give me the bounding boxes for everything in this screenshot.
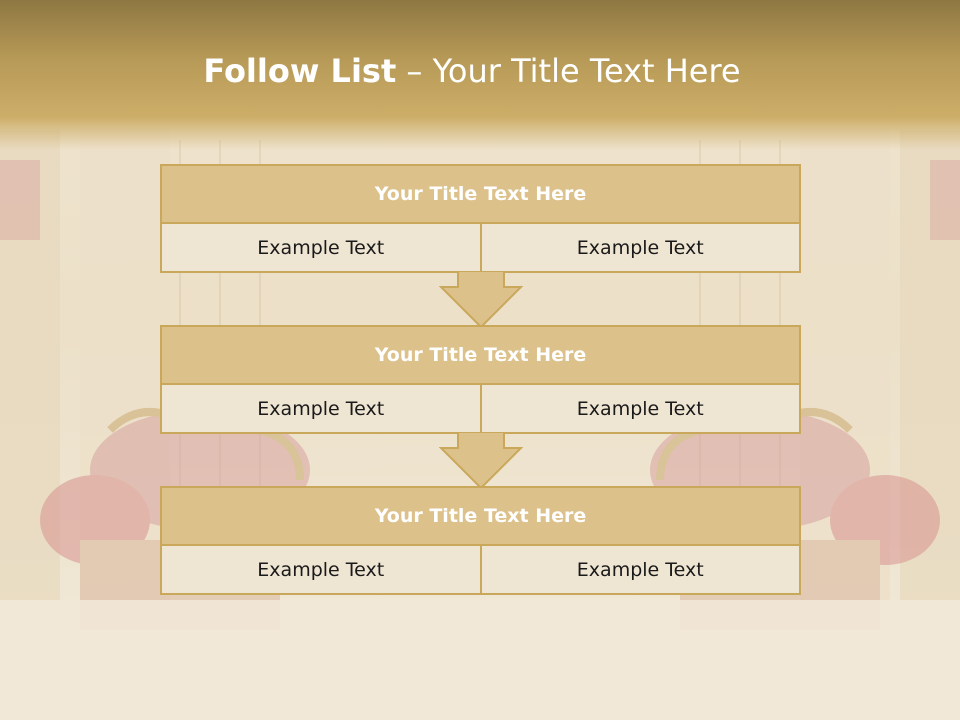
step-block-3: Your Title Text Here Example Text Exampl… [160,486,801,595]
step-cell-right: Example Text [479,546,800,593]
header-band [0,0,960,150]
step-title: Your Title Text Here [162,166,799,224]
title-rest: – Your Title Text Here [406,52,741,90]
title-bold: Follow List [203,52,397,90]
step-row: Example Text Example Text [162,385,799,432]
step-cell-right: Example Text [479,385,800,432]
step-cell-left: Example Text [257,236,385,259]
step-block-2: Your Title Text Here Example Text Exampl… [160,325,801,434]
down-arrow-icon [439,271,523,329]
step-row: Example Text Example Text [162,224,799,271]
step-block-1: Your Title Text Here Example Text Exampl… [160,164,801,273]
step-cell-left: Example Text [257,397,385,420]
down-arrow-icon [439,432,523,490]
step-cell-right: Example Text [479,224,800,271]
step-row: Example Text Example Text [162,546,799,593]
step-title: Your Title Text Here [162,327,799,385]
slide-title: Follow List – Your Title Text Here [0,52,944,90]
step-cell-left: Example Text [257,558,385,581]
step-title: Your Title Text Here [162,488,799,546]
